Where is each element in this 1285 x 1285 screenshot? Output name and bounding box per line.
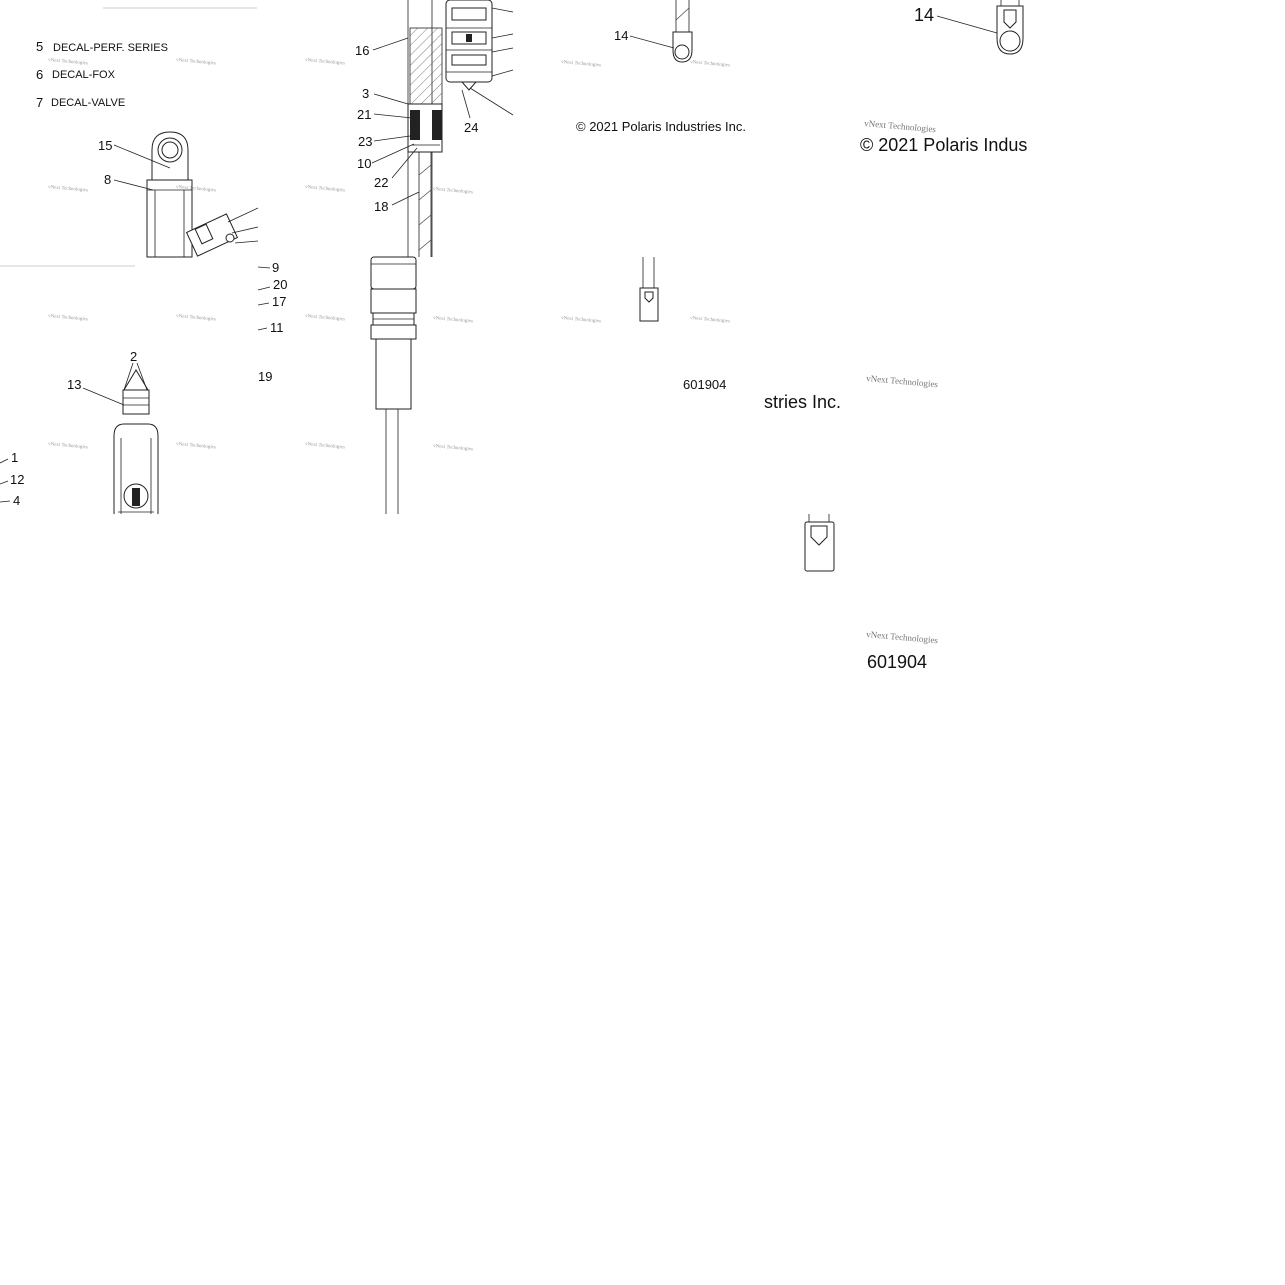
bottom-eye-small [672, 0, 693, 63]
callout-22: 22 [374, 175, 388, 190]
watermark-stamp: vNext Technologies [305, 58, 345, 66]
callout-9: 9 [272, 260, 279, 275]
watermark-stamp: vNext Technologies [690, 316, 730, 324]
shock-shaft-section [407, 0, 443, 257]
callout-4: 4 [13, 493, 20, 508]
watermark-stamp: vNext Technologies [433, 187, 473, 195]
legend-label-5: DECAL-PERF. SERIES [53, 42, 168, 54]
watermark-stamp: vNext Technologies [305, 314, 345, 322]
callout-16: 16 [355, 43, 369, 58]
callout-3: 3 [362, 86, 369, 101]
watermark-stamp: vNext Technologies [305, 185, 345, 193]
watermark-stamp-large: vNext Technologies [866, 373, 939, 389]
watermark-stamp-large: vNext Technologies [864, 118, 937, 134]
callout-14-small: 14 [614, 28, 628, 43]
copyright-small: © 2021 Polaris Industries Inc. [576, 119, 746, 134]
legend-num-7: 7 [36, 95, 43, 110]
callout-11: 11 [270, 320, 284, 335]
watermark-stamp: vNext Technologies [561, 316, 601, 324]
callout-10: 10 [357, 156, 371, 171]
shock-lower-body [113, 369, 159, 514]
callout-8: 8 [104, 172, 111, 187]
bottom-eye-large [996, 0, 1024, 55]
drawing-number-small: 601904 [683, 377, 726, 392]
callout-15: 15 [98, 138, 112, 153]
watermark-stamp: vNext Technologies [176, 314, 216, 322]
watermark-stamp: vNext Technologies [561, 60, 601, 68]
watermark-stamp-large: vNext Technologies [866, 629, 939, 645]
callout-24: 24 [464, 120, 478, 135]
callout-14-large: 14 [914, 5, 934, 25]
valve-assembly [445, 0, 493, 91]
watermarks: vNext Technologies vNext Technologies vN… [48, 58, 939, 645]
watermark-stamp: vNext Technologies [433, 316, 473, 324]
watermark-stamp: vNext Technologies [48, 314, 88, 322]
watermark-stamp: vNext Technologies [690, 60, 730, 68]
shaft-end-small [639, 257, 659, 322]
callout-13: 13 [67, 377, 81, 392]
callout-12: 12 [10, 472, 24, 487]
legend-label-6: DECAL-FOX [52, 69, 116, 81]
legend-num-6: 6 [36, 67, 43, 82]
legend-num-5: 5 [36, 39, 43, 54]
watermark-stamp: vNext Technologies [48, 58, 88, 66]
watermark-stamp: vNext Technologies [305, 442, 345, 450]
callout-19: 19 [258, 369, 272, 384]
decal-legend: 5 DECAL-PERF. SERIES 6 DECAL-FOX 7 DECAL… [36, 39, 168, 110]
watermark-stamp: vNext Technologies [176, 58, 216, 66]
callout-23: 23 [358, 134, 372, 149]
copyright-fragment: stries Inc. [764, 392, 841, 412]
callout-21: 21 [357, 107, 371, 122]
callout-17: 17 [272, 294, 286, 309]
watermark-stamp: vNext Technologies [176, 442, 216, 450]
reservoir-body [370, 256, 417, 514]
watermark-stamp: vNext Technologies [48, 442, 88, 450]
shaft-end-large [804, 514, 835, 572]
drawing-number-large: 601904 [867, 652, 927, 672]
callout-18: 18 [374, 199, 388, 214]
legend-label-7: DECAL-VALVE [51, 97, 125, 109]
watermark-stamp: vNext Technologies [48, 185, 88, 193]
callout-20: 20 [273, 277, 287, 292]
copyright-large: © 2021 Polaris Indus [860, 135, 1027, 155]
callout-1: 1 [11, 450, 18, 465]
watermark-stamp: vNext Technologies [176, 185, 216, 193]
shock-top-assembly [146, 131, 239, 258]
watermark-stamp: vNext Technologies [433, 444, 473, 452]
callout-2: 2 [130, 349, 137, 364]
